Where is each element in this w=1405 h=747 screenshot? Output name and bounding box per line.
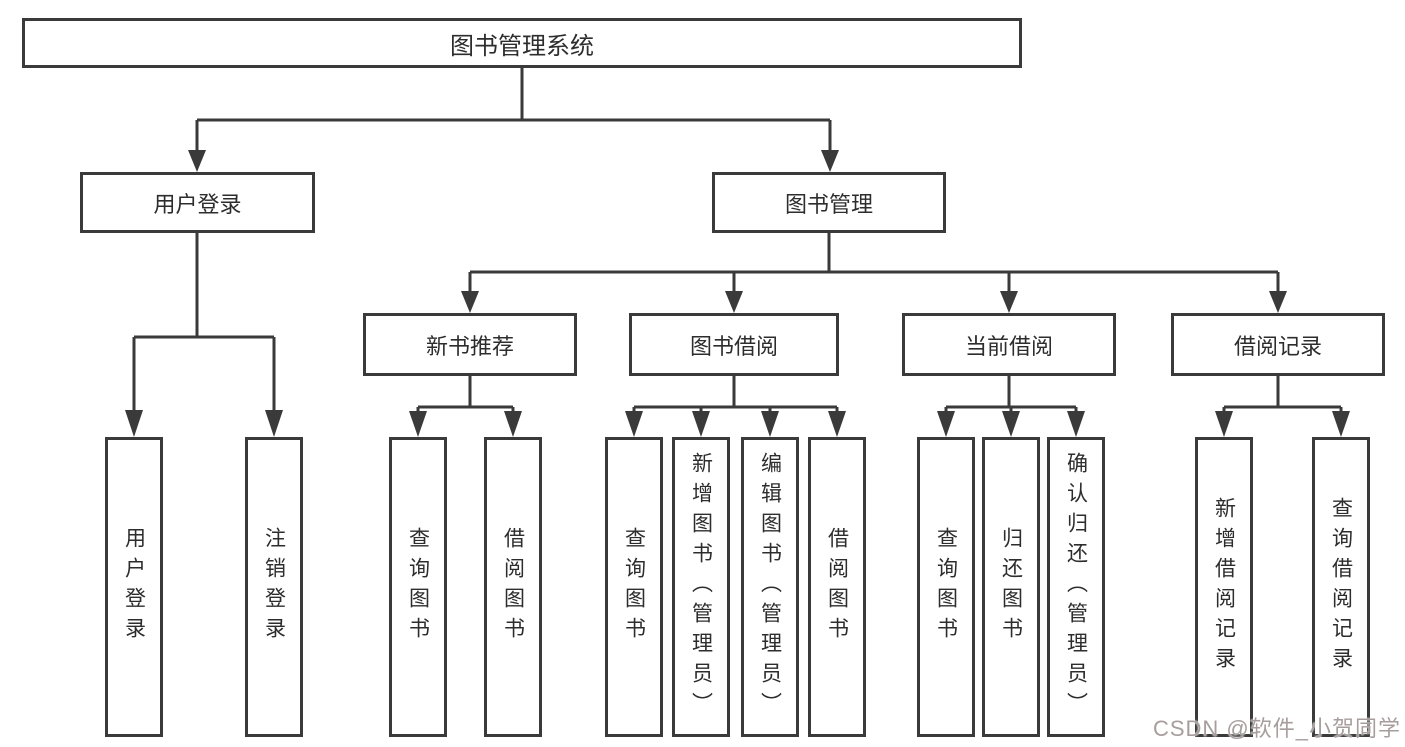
leaf-borrow-book: 借阅图书	[808, 437, 866, 737]
connector-section-recommend	[416, 376, 515, 414]
leaf-recommend-borrow-book-label: 借阅图书	[501, 527, 525, 647]
node-borrow-records-label: 借阅记录	[1233, 333, 1322, 359]
leaf-confirm-return-admin: 确认归还（管理员）	[1047, 437, 1105, 737]
leaf-edit-book-admin: 编辑图书（管理员）	[741, 437, 799, 737]
leaf-return-book-label: 归还图书	[999, 527, 1023, 647]
node-root-label: 图书管理系统	[450, 32, 594, 60]
node-user-login-label: 用户登录	[153, 191, 242, 217]
leaf-recommend-query-book: 查询图书	[389, 437, 447, 737]
csdn-watermark: CSDN @软件_小贺同学	[1152, 716, 1401, 741]
leaf-return-book: 归还图书	[982, 437, 1040, 737]
node-book-management-label: 图书管理	[784, 191, 873, 217]
node-borrow-records: 借阅记录	[1171, 313, 1385, 376]
node-book-management: 图书管理	[712, 172, 946, 233]
connector-book-mgmt	[468, 233, 1280, 293]
node-new-book-recommend-label: 新书推荐	[425, 333, 514, 359]
leaf-borrow-query-book: 查询图书	[605, 437, 663, 737]
node-book-borrow: 图书借阅	[629, 313, 839, 376]
leaf-add-borrow-record: 新增借阅记录	[1195, 437, 1253, 737]
node-root-system: 图书管理系统	[22, 18, 1022, 68]
leaf-add-borrow-record-label: 新增借阅记录	[1212, 497, 1236, 677]
arrowheads	[125, 150, 1350, 437]
leaf-add-book-admin-label: 新增图书（管理员）	[689, 452, 713, 722]
leaf-user-login: 用户登录	[105, 437, 163, 737]
node-current-borrow: 当前借阅	[902, 313, 1116, 376]
connector-section-borrow	[632, 376, 839, 414]
connector-section-current	[944, 376, 1078, 414]
leaf-query-borrow-record-label: 查询借阅记录	[1329, 497, 1353, 677]
leaf-current-query-book: 查询图书	[917, 437, 975, 737]
node-book-borrow-label: 图书借阅	[689, 333, 778, 359]
connector-user-login	[132, 233, 276, 412]
leaf-edit-book-admin-label: 编辑图书（管理员）	[758, 452, 782, 722]
node-new-book-recommend: 新书推荐	[363, 313, 577, 376]
leaf-borrow-query-book-label: 查询图书	[622, 527, 646, 647]
leaf-query-borrow-record: 查询借阅记录	[1312, 437, 1370, 737]
leaf-recommend-query-book-label: 查询图书	[406, 527, 430, 647]
leaf-borrow-book-label: 借阅图书	[825, 527, 849, 647]
leaf-user-login-label: 用户登录	[122, 527, 146, 647]
node-user-login: 用户登录	[80, 172, 315, 233]
leaf-logout: 注销登录	[245, 437, 303, 737]
leaf-add-book-admin: 新增图书（管理员）	[672, 437, 730, 737]
leaf-recommend-borrow-book: 借阅图书	[484, 437, 542, 737]
connector-section-records	[1222, 376, 1343, 414]
node-current-borrow-label: 当前借阅	[964, 333, 1053, 359]
leaf-confirm-return-admin-label: 确认归还（管理员）	[1064, 452, 1088, 722]
leaf-current-query-book-label: 查询图书	[934, 527, 958, 647]
leaf-logout-label: 注销登录	[262, 527, 286, 647]
connector-root	[195, 68, 832, 152]
